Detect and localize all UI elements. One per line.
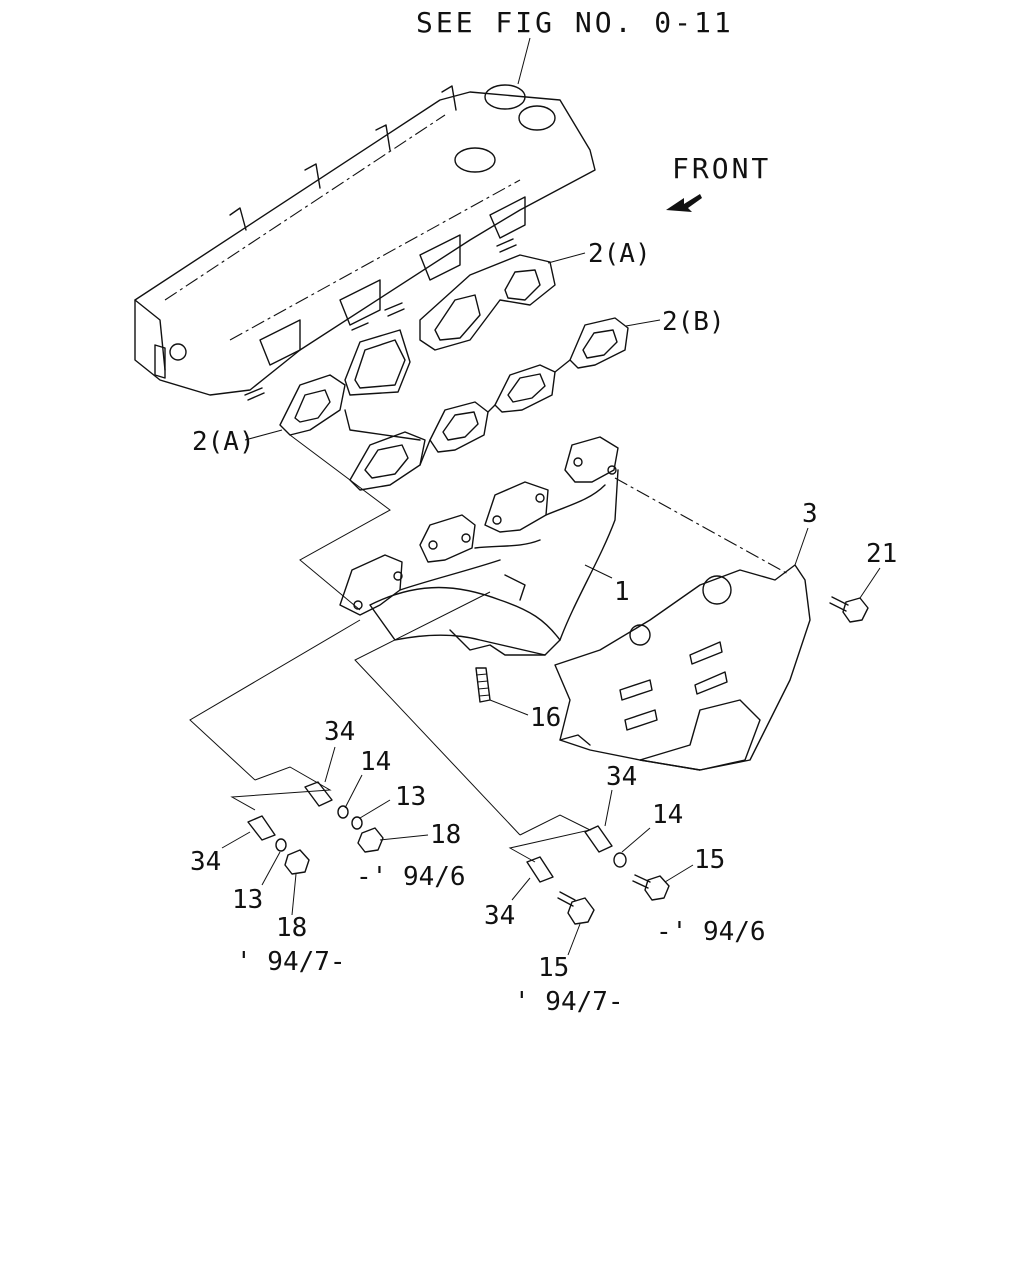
label-2b: 2(B)	[662, 307, 725, 337]
label-16: 16	[530, 703, 561, 733]
sleeve-34-lower-right	[526, 856, 554, 883]
label-3: 3	[802, 499, 818, 529]
bolt-15-lower-shank	[557, 891, 576, 907]
label-18-left-lower: 18	[276, 913, 307, 943]
align-line-right	[354, 591, 521, 836]
gasket-2a-upper	[344, 254, 556, 396]
leader-34-left-upper	[324, 746, 336, 783]
label-34-left-upper: 34	[324, 717, 355, 747]
leader-18-left-lower	[291, 873, 297, 916]
shield-align-line	[614, 477, 791, 576]
leader-34-right-upper	[604, 789, 613, 827]
washer-14-right	[613, 852, 627, 868]
front-label: FRONT	[672, 152, 771, 185]
label-1: 1	[614, 577, 630, 607]
date-left-lower: ' 94/7-	[236, 947, 346, 977]
label-34-left-lower: 34	[190, 847, 221, 877]
left-bracket-lines	[230, 766, 332, 811]
label-21: 21	[866, 539, 897, 569]
washer-13-upper-left	[351, 816, 363, 830]
align-line-left	[189, 619, 361, 781]
gasket-align-line-1	[289, 434, 391, 611]
exhaust-manifold	[339, 436, 619, 656]
label-15-right-lower: 15	[538, 953, 569, 983]
sleeve-34-upper-right	[584, 825, 613, 853]
label-2a-upper: 2(A)	[588, 239, 651, 269]
leader-21	[859, 567, 881, 599]
gasket-2b	[279, 317, 629, 491]
left-fastener-group	[230, 766, 384, 875]
leader-15-right-upper	[664, 864, 694, 883]
date-right-lower: ' 94/7-	[514, 987, 624, 1017]
reference-leader	[517, 37, 531, 85]
sleeve-34-upper-left	[304, 781, 333, 807]
leader-3	[794, 527, 809, 566]
label-13-left-upper: 13	[395, 782, 426, 812]
label-34-right-upper: 34	[606, 762, 637, 792]
stud-16	[475, 667, 491, 703]
nut-18-upper-left	[357, 827, 384, 853]
label-18-left-upper: 18	[430, 820, 461, 850]
label-2a-lower: 2(A)	[192, 427, 255, 457]
label-14-right: 14	[652, 800, 683, 830]
leader-13-left-upper	[359, 799, 391, 819]
date-left-upper: -' 94/6	[356, 862, 466, 892]
leader-34-left-lower	[221, 831, 251, 849]
sleeve-34-lower-left	[247, 815, 276, 841]
label-15-right-upper: 15	[694, 845, 725, 875]
nut-18-lower-left	[284, 849, 310, 875]
leader-15-right-lower	[567, 923, 581, 956]
leader-13-left-lower	[261, 851, 281, 886]
bolt-15-lower-head	[567, 897, 595, 925]
leader-16	[489, 699, 529, 716]
label-34-right-lower: 34	[484, 901, 515, 931]
washer-13-lower-left	[275, 838, 287, 852]
leader-2a-lower	[244, 429, 283, 441]
leader-34-right-lower	[511, 877, 531, 901]
label-13-left-lower: 13	[232, 885, 263, 915]
bolt-15-upper-head	[644, 875, 670, 901]
cylinder-head	[134, 84, 596, 401]
right-fastener-group	[508, 814, 670, 925]
heat-shield	[554, 564, 811, 771]
front-arrow-icon	[666, 194, 702, 212]
leader-2b	[625, 319, 661, 327]
leader-18-left-upper	[379, 834, 429, 841]
right-bracket-lines	[508, 814, 592, 863]
leader-2a-upper	[547, 252, 586, 264]
leader-14-left	[344, 774, 363, 809]
leader-14-right	[621, 827, 651, 853]
date-right-upper: -' 94/6	[656, 917, 766, 947]
bolt-21	[829, 596, 869, 623]
leader-1	[584, 564, 613, 579]
see-fig-reference: SEE FIG NO. 0-11	[416, 6, 734, 39]
label-14-left: 14	[360, 747, 391, 777]
washer-14-left	[337, 805, 349, 819]
